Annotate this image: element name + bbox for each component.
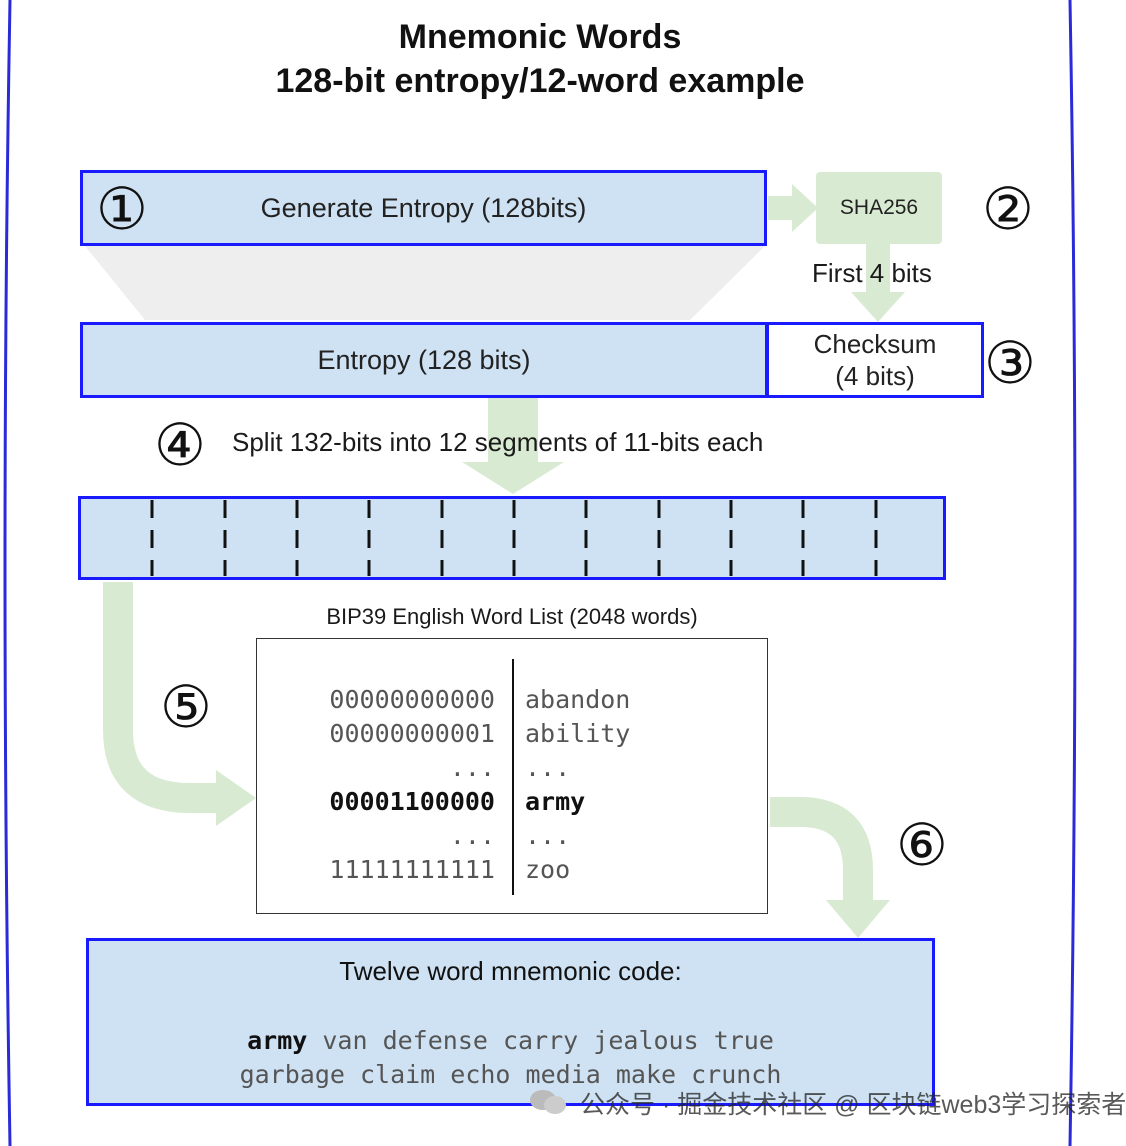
wordlist-word: ability <box>525 719 631 748</box>
connectors <box>85 184 905 938</box>
wordlist-row: ... ... <box>257 821 769 855</box>
segment-dividers <box>150 500 878 576</box>
split-description: Split 132-bits into 12 segments of 11-bi… <box>232 427 764 457</box>
wordlist-word: zoo <box>525 855 571 884</box>
wordlist-row: ... ... <box>257 753 769 787</box>
wordlist-binary: ... <box>449 753 495 782</box>
mnemonic-box <box>86 938 935 1106</box>
first-bits-label: First 4 bits <box>812 258 932 288</box>
wordlist-divider <box>512 659 514 895</box>
checksum-label-line1: Checksum <box>813 328 937 359</box>
diagram-title: Mnemonic Words <box>398 18 682 56</box>
wordlist-row: 00000000000 abandon <box>257 685 769 719</box>
step-2-marker: ② <box>982 175 1034 243</box>
wordlist-binary: 11111111111 <box>329 855 495 884</box>
step-3-marker: ③ <box>984 329 1036 397</box>
sha256-box: SHA256 <box>816 172 942 244</box>
funnel-shape <box>85 246 765 320</box>
sha256-label: SHA256 <box>839 196 919 219</box>
entropy-label: Entropy (128 bits) <box>317 344 531 375</box>
step-1-marker: ① <box>96 175 148 243</box>
mnemonic-line-1: army van defense carry jealous true <box>88 1026 933 1055</box>
wordlist-binary: 00000000000 <box>329 685 495 714</box>
wordlist-row: 11111111111 zoo <box>257 855 769 889</box>
step-6-marker: ⑥ <box>896 811 948 879</box>
arrow-to-sha256 <box>768 184 818 232</box>
segments-box <box>78 496 946 580</box>
wordlist-row-highlighted: 00001100000 army <box>257 787 769 821</box>
watermark-text: 公众号 · 掘金技术社区 @ 区块链web3学习探索者 <box>580 1091 1126 1119</box>
mnemonic-title: Twelve word mnemonic code: <box>339 956 682 986</box>
wordlist-word: ... <box>525 753 571 782</box>
entropy-box: Entropy (128 bits) <box>80 322 768 398</box>
wordlist-word: abandon <box>525 685 631 714</box>
wordlist-word: ... <box>525 821 571 850</box>
mnemonic-line-1-rest: van defense carry jealous true <box>307 1026 774 1055</box>
wordlist-row: 00000000001 ability <box>257 719 769 753</box>
frame-border <box>3 0 1077 1146</box>
diagram-subtitle: 128-bit entropy/12-word example <box>275 62 805 100</box>
step-5-marker: ⑤ <box>160 673 212 741</box>
generate-entropy-box: Generate Entropy (128bits) <box>80 170 767 246</box>
mnemonic-line-2: garbage claim echo media make crunch <box>239 1060 782 1089</box>
wordlist-table: 00000000000 abandon 00000000001 ability … <box>256 638 768 914</box>
mnemonic-first-word: army <box>247 1026 308 1055</box>
arrow-to-mnemonic <box>770 797 873 900</box>
arrow-to-checksum <box>851 244 905 322</box>
arrow-to-segments <box>462 398 564 494</box>
checksum-box: Checksum (4 bits) <box>766 322 984 398</box>
generate-entropy-label: Generate Entropy (128bits) <box>260 192 587 223</box>
wordlist-caption: BIP39 English Word List (2048 words) <box>326 604 698 629</box>
wordlist-word: army <box>525 787 586 816</box>
wechat-icon <box>530 1090 566 1114</box>
arrow-to-wordlist <box>103 582 222 813</box>
wordlist-binary: 00000000001 <box>329 719 495 748</box>
checksum-label-line2: (4 bits) <box>835 361 915 391</box>
step-4-marker: ④ <box>154 411 206 479</box>
wordlist-binary: 00001100000 <box>329 787 495 816</box>
wordlist-binary: ... <box>449 821 495 850</box>
